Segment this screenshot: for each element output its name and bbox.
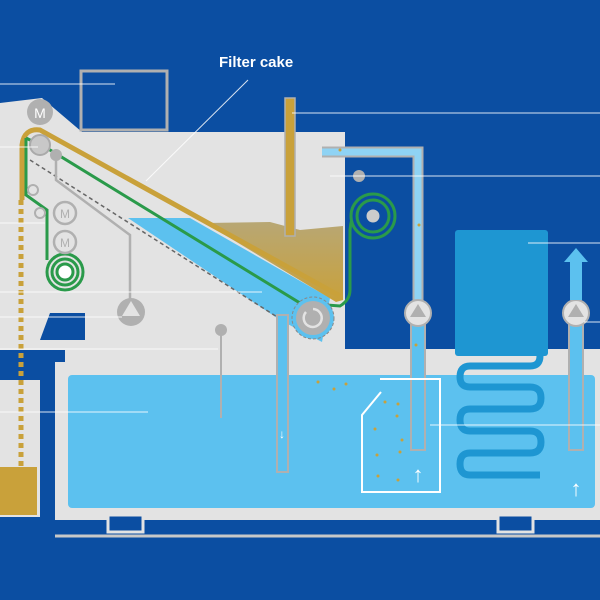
pump-icon: [562, 299, 590, 327]
filter-belt: [19, 127, 342, 299]
settling-chamber: [361, 378, 441, 493]
pump-icon: [404, 299, 432, 327]
level-sensor-icon: [50, 149, 62, 161]
float-switch-icon: [215, 324, 227, 336]
outlet-arrow-icon: [564, 248, 588, 262]
svg-text:M: M: [34, 105, 46, 121]
flow-arrow-icon: ↑: [413, 462, 424, 487]
drum-icon: [291, 296, 335, 340]
motor-icon: M: [27, 99, 53, 125]
cooling-coil: [456, 355, 545, 479]
fleece-roll: [45, 252, 85, 292]
chiller-unit: [455, 230, 548, 356]
tank-foot-left: [106, 513, 145, 534]
pump-riser: [410, 319, 426, 451]
guide-roller-icon: [27, 184, 39, 196]
motor-icon: M: [52, 200, 78, 226]
drain-pipe: [276, 314, 289, 473]
used-fleece-roll: [349, 192, 397, 240]
sensor-line: [54, 160, 132, 300]
tank-foot-right: [496, 513, 535, 534]
motor-icon: M: [52, 229, 78, 255]
svg-text:M: M: [60, 236, 70, 250]
filter-cake-label: Filter cake: [219, 54, 294, 71]
filter-support-dashed: [29, 159, 286, 323]
housing-cutout: [40, 313, 85, 340]
drive-roller-icon: [29, 134, 51, 156]
svg-text:M: M: [60, 207, 70, 221]
guide-roller-icon: [34, 207, 46, 219]
liquid-tank: [68, 375, 595, 508]
dirty-liquid: [128, 218, 330, 342]
flow-arrow-icon: ↓: [279, 427, 285, 441]
fleece-feed: [24, 138, 49, 260]
leader-lines: [0, 79, 600, 426]
sludge-fill: [0, 467, 37, 515]
pump-riser: [568, 319, 584, 451]
pump-icon: [117, 298, 145, 326]
flow-arrow-icon: ↑: [571, 476, 582, 501]
feed-pipe: [284, 97, 296, 237]
motor-box: [79, 69, 169, 132]
outlet-pipe: [570, 258, 582, 300]
particles: [316, 148, 421, 482]
